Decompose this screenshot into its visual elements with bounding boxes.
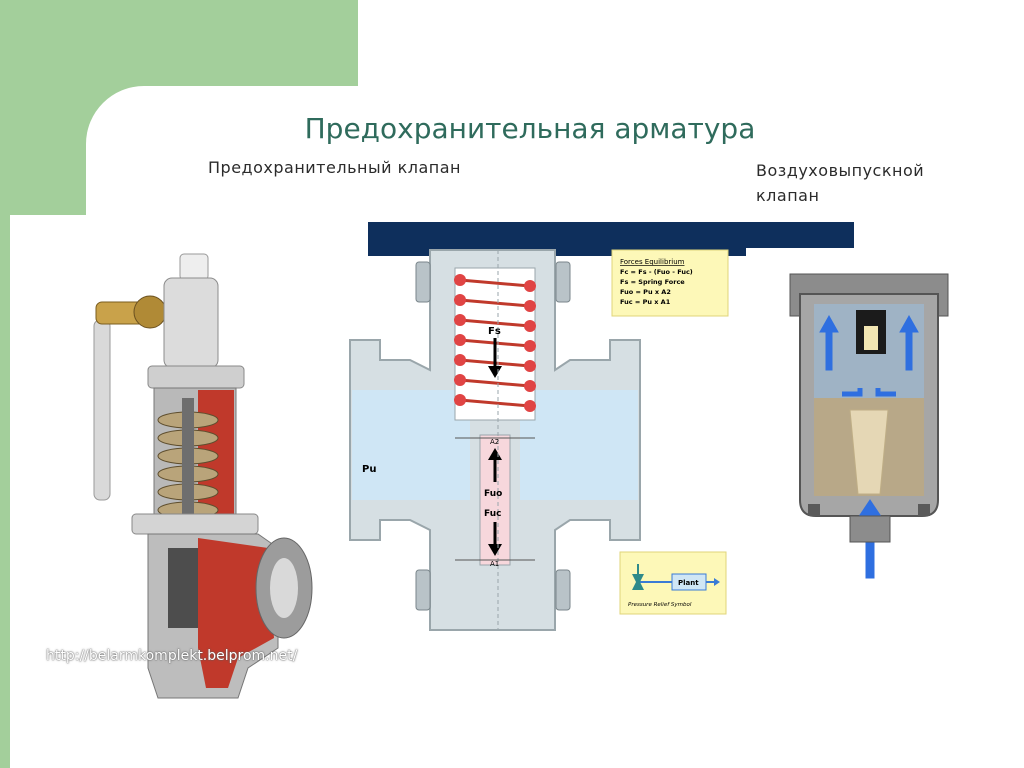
header-bar-tab [368,248,746,256]
safety-valve-photo [93,253,313,699]
safety-valve-caption: Предохранительный клапан [208,158,461,177]
plant-label: Plant [678,579,699,587]
forces-note-line: Fs = Spring Force [620,278,685,286]
relief-symbol-caption: Pressure Relief Symbol [628,602,692,608]
slide-title: Предохранительная арматура [304,112,756,145]
air-release-valve-illustration [789,273,949,579]
spring-coils [454,274,536,412]
left-white-panel [10,215,86,768]
closing-force-label: Fuc [484,509,501,519]
forces-equilibrium-note: Forces Equilibrium Fc = Fs - (Fuo - Fuc)… [611,249,729,317]
forces-note-line: Fuo = Pu x A2 [620,288,671,296]
forces-note-title: Forces Equilibrium [620,258,685,266]
forces-note-line: Fuc = Pu x A1 [620,298,671,306]
forces-note-line: Fc = Fs - (Fuo - Fuc) [620,268,693,276]
upper-area-label: A2 [490,438,499,446]
relief-symbol-note: Plant Pressure Relief Symbol [619,551,727,615]
air-release-valve-caption: Воздуховыпускной клапан [756,161,925,205]
header-bar [368,222,854,248]
spring-force-label: Fs [488,326,501,337]
source-watermark: http://belarmkomplekt.belprom.net/ [46,648,298,664]
opening-force-label: Fuo [484,489,502,499]
safety-valve-schematic: Fs Pu Fuo Fuc A2 A1 [349,249,641,631]
pressure-label: Pu [362,464,376,475]
lower-area-label: A1 [490,560,499,568]
